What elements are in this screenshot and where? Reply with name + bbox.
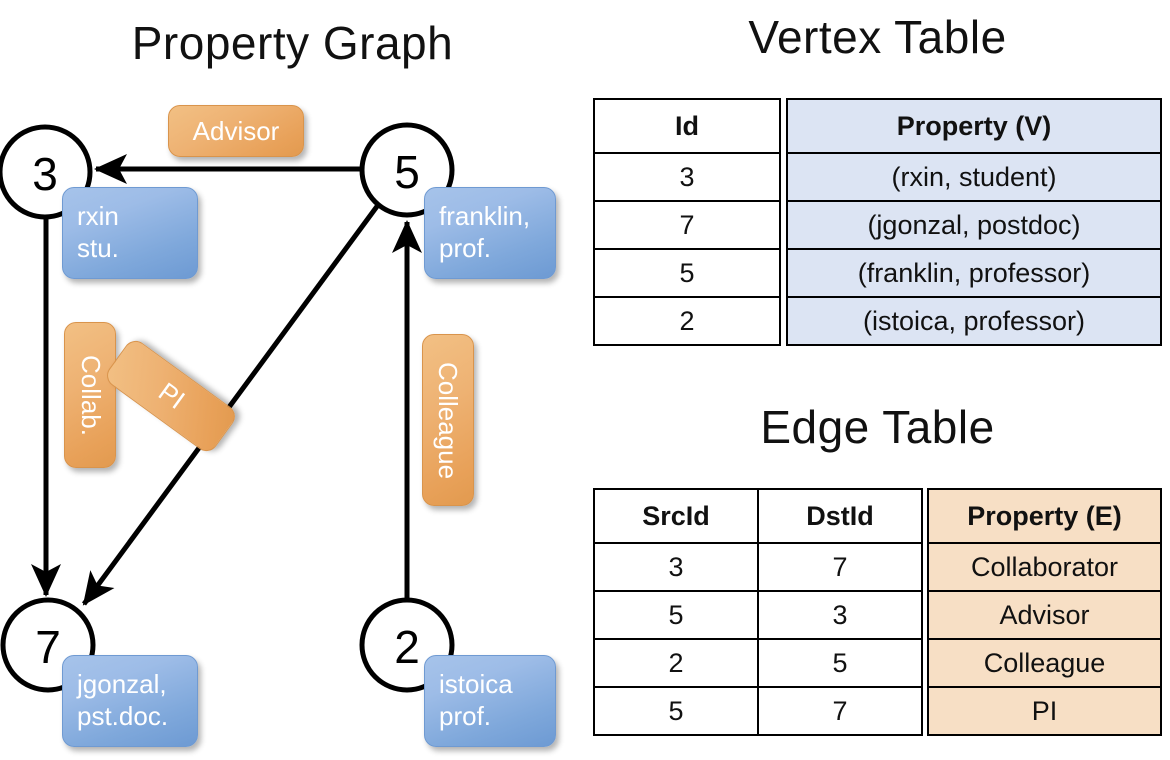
vertex-table-cell-id: 2 — [593, 296, 781, 346]
vertex-property-line: prof. — [439, 233, 492, 263]
table-header-row: Property (V) — [786, 98, 1162, 154]
graph-node-5-label: 5 — [394, 146, 420, 198]
table-row[interactable]: 2 5 — [593, 638, 923, 688]
edge-table-header-srcid: SrcId — [593, 488, 759, 544]
page-title-edge-table: Edge Table — [760, 401, 995, 453]
edge-table-ids-block: SrcId DstId 3 7 5 3 2 5 5 7 — [593, 488, 923, 736]
edge-table-cell-srcid: 5 — [593, 590, 759, 640]
table-header-row: Id — [593, 98, 781, 154]
vertex-property-line: prof. — [439, 701, 492, 731]
page-title-property-graph: Property Graph — [131, 17, 454, 69]
edge-table-cell-dstid: 3 — [757, 590, 923, 640]
table-header-row: Property (E) — [927, 488, 1162, 544]
edge-table-header-property: Property (E) — [927, 488, 1162, 544]
edge-table-cell-property: PI — [927, 686, 1162, 736]
table-row[interactable]: 5 7 — [593, 686, 923, 736]
vertex-property-box-franklin[interactable]: franklin, prof. — [424, 187, 556, 279]
edge-label-box-collaborator[interactable]: Collab. — [64, 322, 116, 468]
tables-panel: Vertex Table Id 3 7 5 2 Property (V) (rx… — [585, 0, 1170, 760]
vertex-property-line: rxin — [77, 201, 119, 232]
edge-table-cell-dstid: 5 — [757, 638, 923, 688]
edge-table-cell-dstid: 7 — [757, 686, 923, 736]
table-row[interactable]: (rxin, student) — [786, 152, 1162, 202]
table-row[interactable]: Collaborator — [927, 542, 1162, 592]
vertex-table-cell-id: 5 — [593, 248, 781, 298]
edge-table-property-block: Property (E) Collaborator Advisor Collea… — [927, 488, 1162, 736]
graph-node-3-label: 3 — [32, 148, 58, 200]
table-row[interactable]: PI — [927, 686, 1162, 736]
edge-label-box-colleague[interactable]: Colleague — [422, 334, 474, 506]
edge-label-text: Advisor — [192, 115, 280, 146]
vertex-table-header-property: Property (V) — [786, 98, 1162, 154]
edge-5-to-7-pi — [81, 203, 381, 606]
vertex-property-line: pst.doc. — [77, 701, 169, 731]
table-row[interactable]: 5 3 — [593, 590, 923, 640]
edge-table-header-dstid: DstId — [757, 488, 923, 544]
vertex-property-box-istoica[interactable]: istoica prof. — [424, 655, 556, 747]
vertex-table-property-block: Property (V) (rxin, student) (jgonzal, p… — [786, 98, 1162, 346]
property-graph-panel: Property Graph 3 5 7 2 rxin stu. frankli… — [0, 17, 556, 747]
edge-label-text: Colleague — [433, 361, 464, 479]
vertex-table-header-id: Id — [593, 98, 781, 154]
table-row[interactable]: Advisor — [927, 590, 1162, 640]
page-title-vertex-table: Vertex Table — [748, 11, 1007, 63]
vertex-property-line: istoica — [439, 669, 513, 700]
vertex-table-cell-property: (franklin, professor) — [786, 248, 1162, 298]
vertex-property-line: stu. — [77, 233, 119, 263]
vertex-property-line: franklin, — [439, 201, 531, 232]
table-row[interactable]: Colleague — [927, 638, 1162, 688]
table-header-row: SrcId DstId — [593, 488, 923, 544]
table-row[interactable]: 7 — [593, 200, 781, 250]
vertex-property-box-jgonzal[interactable]: jgonzal, pst.doc. — [62, 655, 198, 747]
edge-label-text: Collab. — [75, 354, 106, 436]
vertex-table-cell-property: (rxin, student) — [786, 152, 1162, 202]
table-row[interactable]: 3 7 — [593, 542, 923, 592]
edge-table-cell-property: Colleague — [927, 638, 1162, 688]
edge-table-cell-dstid: 7 — [757, 542, 923, 592]
vertex-table-cell-id: 3 — [593, 152, 781, 202]
edge-table-cell-srcid: 2 — [593, 638, 759, 688]
vertex-property-line: jgonzal, — [77, 669, 167, 700]
edge-label-text: PI — [152, 376, 191, 415]
vertex-property-box-rxin[interactable]: rxin stu. — [62, 187, 198, 279]
table-row[interactable]: 2 — [593, 296, 781, 346]
graph-node-7-label: 7 — [35, 621, 61, 673]
table-row[interactable]: (istoica, professor) — [786, 296, 1162, 346]
table-row[interactable]: (franklin, professor) — [786, 248, 1162, 298]
vertex-table-cell-id: 7 — [593, 200, 781, 250]
vertex-table-cell-property: (istoica, professor) — [786, 296, 1162, 346]
edge-table-cell-srcid: 3 — [593, 542, 759, 592]
graph-node-2-label: 2 — [394, 621, 420, 673]
table-row[interactable]: 3 — [593, 152, 781, 202]
table-row[interactable]: 5 — [593, 248, 781, 298]
vertex-table-id-block: Id 3 7 5 2 — [593, 98, 781, 346]
edge-label-box-advisor[interactable]: Advisor — [168, 105, 304, 157]
vertex-table-cell-property: (jgonzal, postdoc) — [786, 200, 1162, 250]
edge-table-cell-srcid: 5 — [593, 686, 759, 736]
edge-table-cell-property: Advisor — [927, 590, 1162, 640]
edge-table-cell-property: Collaborator — [927, 542, 1162, 592]
table-row[interactable]: (jgonzal, postdoc) — [786, 200, 1162, 250]
